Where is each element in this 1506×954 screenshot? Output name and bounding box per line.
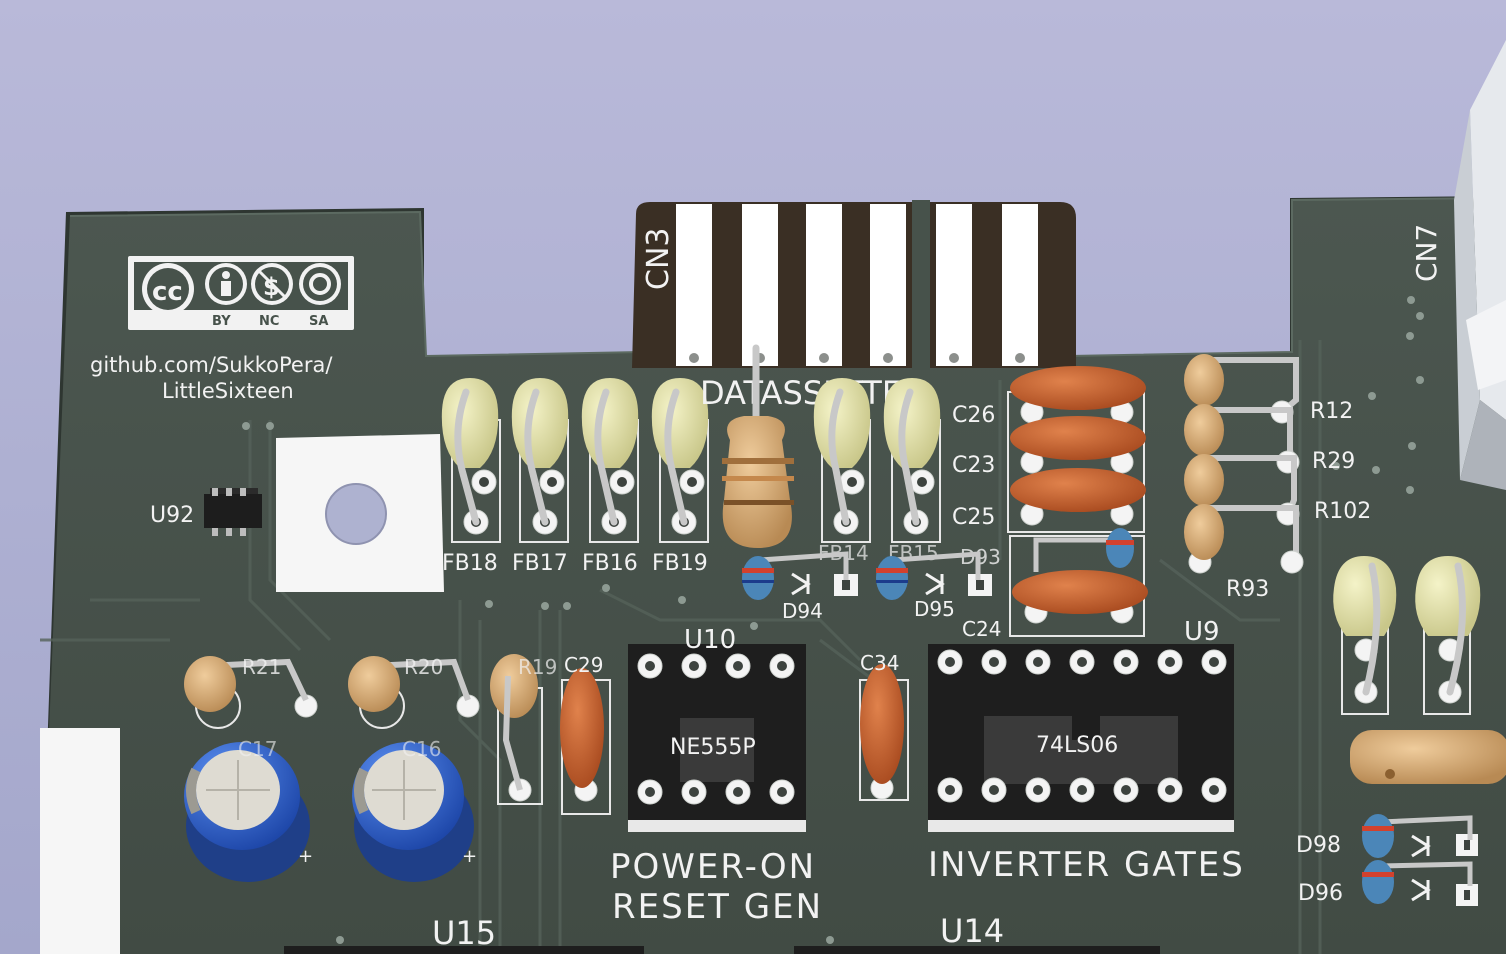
r20-reference: R20: [404, 655, 443, 679]
u14-reference: U14: [940, 912, 1004, 950]
capacitor-c26-c23-c25: [1007, 366, 1146, 533]
diode-d94: [742, 551, 858, 600]
u92-ic: [204, 488, 262, 536]
license-by: BY: [212, 314, 231, 329]
u15-reference: U15: [432, 914, 496, 952]
cc-mark: cc: [152, 277, 183, 307]
diode-d98: [1362, 814, 1478, 858]
r102-reference: R102: [1314, 499, 1371, 524]
diode-d95: [876, 551, 992, 600]
power-on-section-label-line1: POWER-ON: [610, 847, 816, 887]
u10-reference: U10: [684, 625, 736, 655]
r12-reference: R12: [1310, 399, 1353, 424]
project-url-line1: github.com/SukkoPera/: [90, 353, 333, 377]
c17-plus-mark: +: [298, 846, 313, 867]
fb16-reference: FB16: [582, 551, 638, 576]
project-url-line2: LittleSixteen: [162, 379, 294, 403]
u9-chip-value: 74LS06: [1036, 733, 1118, 758]
license-nc: NC: [259, 314, 279, 329]
power-on-section-label-line2: RESET GEN: [612, 887, 823, 927]
inverter-gates-section-label: INVERTER GATES: [928, 845, 1245, 885]
capacitor-c34: [859, 664, 909, 801]
mounting-hole: [276, 434, 444, 592]
u10-chip-value: NE555P: [670, 735, 756, 760]
ferrite-bead-right-2: [1415, 556, 1481, 715]
u9-reference: U9: [1184, 617, 1220, 647]
d95-reference: D95: [914, 597, 955, 621]
resistor-r93: [1184, 504, 1304, 574]
datassette-section-label: DATASSETTE: [700, 374, 902, 412]
r21-reference: R21: [242, 655, 281, 679]
diode-d96: [1362, 860, 1478, 906]
r29-reference: R29: [1312, 449, 1355, 474]
fb17-reference: FB17: [512, 551, 568, 576]
resistor-vertical-large: [722, 344, 794, 548]
u9-ic-socket: [928, 644, 1234, 832]
diode-d93: [1033, 528, 1134, 572]
license-sa: SA: [309, 314, 328, 329]
ferrite-bead-fb15: [883, 378, 941, 543]
resistor-r12: [1184, 354, 1299, 424]
c25-reference: C25: [952, 505, 995, 530]
ferrite-bead-fb16: [581, 378, 639, 543]
connector-pad-left: [40, 728, 120, 954]
d96-reference: D96: [1298, 881, 1343, 906]
resistor-horizontal-right: [1350, 730, 1506, 784]
resistor-r19: [490, 654, 543, 805]
cn3-edge-connector: [632, 200, 1076, 370]
u10-ic-socket: [628, 644, 806, 832]
ferrite-bead-fb14: [813, 378, 871, 543]
cn7-connector: [1454, 40, 1506, 490]
d98-reference: D98: [1296, 833, 1341, 858]
ferrite-bead-fb18: [441, 378, 501, 543]
fb19-reference: FB19: [652, 551, 708, 576]
ferrite-bead-fb19: [651, 378, 709, 543]
cc-license-logo: cc $ BY NC SA: [128, 256, 354, 330]
c16-reference: C16: [402, 737, 441, 761]
r93-reference: R93: [1226, 577, 1269, 602]
ferrite-bead-fb17: [511, 378, 569, 543]
capacitor-c24: [1009, 535, 1148, 637]
cn7-reference: CN7: [1410, 224, 1443, 282]
c29-reference: C29: [564, 653, 603, 677]
ferrite-bead-right-1: [1333, 556, 1397, 715]
r19-reference: R19: [518, 655, 557, 679]
u92-reference: U92: [150, 503, 194, 528]
capacitor-c29: [560, 668, 611, 815]
c26-reference: C26: [952, 403, 995, 428]
resistor-r21: [184, 656, 318, 729]
cn3-reference: CN3: [641, 228, 676, 290]
vias: [242, 296, 1484, 944]
bottom-ic-sockets: [284, 946, 1160, 954]
resistor-r20: [348, 656, 480, 729]
c24-reference: C24: [962, 617, 1001, 641]
c34-reference: C34: [860, 651, 899, 675]
c17-reference: C17: [238, 737, 277, 761]
copper-traces: [40, 340, 1322, 954]
d94-reference: D94: [782, 599, 823, 623]
electrolytic-capacitor-c16: +: [352, 742, 477, 882]
c16-plus-mark: +: [462, 846, 477, 867]
fb18-reference: FB18: [442, 551, 498, 576]
electrolytic-capacitor-c17: +: [184, 742, 313, 882]
c23-reference: C23: [952, 453, 995, 478]
